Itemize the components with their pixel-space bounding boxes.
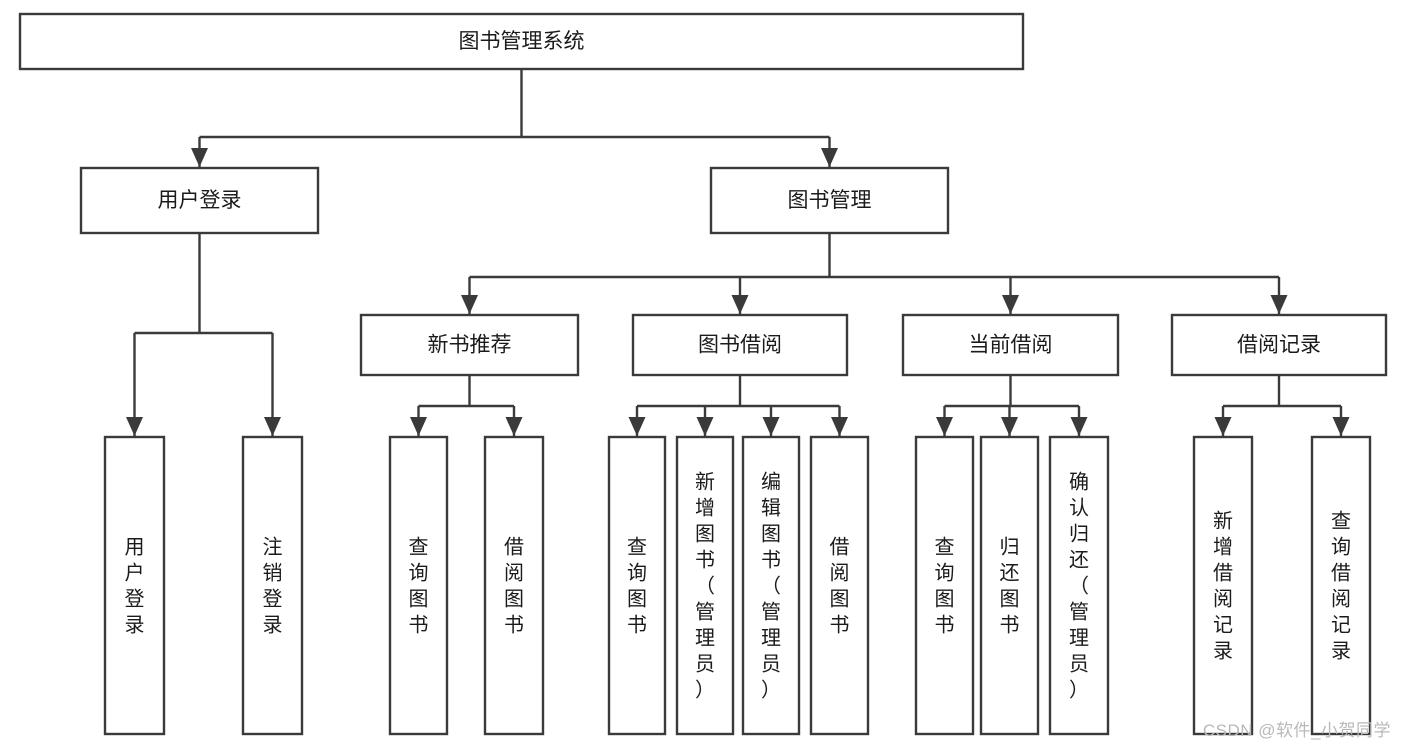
arrow-head-icon [936, 417, 953, 436]
arrow-head-icon [696, 417, 714, 436]
node-leaf-query-record[interactable]: 查询借阅记录 [1310, 435, 1372, 736]
node-leaf-return-book-label: 归还图书 [1000, 536, 1020, 637]
node-book-borrow-label: 图书借阅 [698, 334, 782, 357]
node-leaf-add-record-rect [1192, 435, 1254, 736]
arrow-head-icon [1214, 417, 1232, 436]
node-current-borrow-label: 当前借阅 [969, 334, 1053, 357]
arrow-head-icon [1070, 417, 1088, 436]
node-leaf-confirm-return-label: 确认归还（管理员） [1069, 471, 1089, 702]
node-leaf-query-book-2-label: 查询图书 [627, 536, 647, 637]
node-book-manage[interactable]: 图书管理 [709, 166, 950, 235]
node-leaf-add-book-rect [675, 435, 735, 736]
node-leaf-user-login-rect [103, 435, 166, 736]
node-leaf-query-book-1-label: 查询图书 [409, 536, 429, 637]
node-user-login-rect [79, 166, 320, 235]
node-book-borrow-rect [631, 313, 849, 377]
node-leaf-add-record-label: 新增借阅记录 [1213, 510, 1233, 663]
node-leaf-query-book-2[interactable]: 查询图书 [607, 435, 667, 736]
node-new-book-rec[interactable]: 新书推荐 [359, 313, 580, 377]
node-root-system[interactable]: 图书管理系统 [18, 12, 1025, 71]
node-leaf-edit-book[interactable]: 编辑图书（管理员） [741, 435, 801, 736]
node-leaf-query-book-3-label: 查询图书 [935, 536, 955, 637]
node-leaf-edit-book-rect [741, 435, 801, 736]
node-leaf-user-logout[interactable]: 注销登录 [241, 435, 304, 736]
node-leaf-return-book-rect [979, 435, 1040, 736]
arrow-head-icon [731, 295, 749, 314]
arrow-head-icon [1270, 295, 1288, 314]
arrow-head-icon [461, 295, 478, 314]
node-leaf-borrow-book-1-label: 借阅图书 [504, 536, 524, 637]
arrow-head-icon [505, 417, 523, 436]
node-leaf-add-book-label: 新增图书（管理员） [695, 471, 715, 702]
node-root-system-rect [18, 12, 1025, 71]
node-book-manage-rect [709, 166, 950, 235]
node-leaf-user-login[interactable]: 用户登录 [103, 435, 166, 736]
node-leaf-user-logout-label: 注销登录 [263, 536, 283, 637]
node-leaf-query-record-rect [1310, 435, 1372, 736]
node-leaf-query-book-1[interactable]: 查询图书 [388, 435, 449, 736]
arrow-head-icon [410, 417, 427, 436]
node-leaf-borrow-book-2-rect [809, 435, 870, 736]
node-leaf-query-book-1-rect [388, 435, 449, 736]
node-root-system-label: 图书管理系统 [459, 30, 585, 53]
arrow-head-icon [264, 417, 281, 436]
node-leaf-query-book-2-rect [607, 435, 667, 736]
node-new-book-rec-rect [359, 313, 580, 377]
arrow-head-icon [126, 417, 143, 436]
arrow-head-icon [191, 148, 208, 167]
arrow-head-icon [762, 417, 780, 436]
node-leaf-query-book-3-rect [914, 435, 975, 736]
node-leaf-user-login-label: 用户登录 [125, 537, 145, 637]
arrow-head-icon [628, 417, 646, 436]
node-borrow-record-rect [1170, 313, 1388, 377]
connector-layer [126, 69, 1350, 436]
watermark-text: CSDN @软件_小贺同学 [1202, 721, 1391, 740]
node-leaf-edit-book-label: 编辑图书（管理员） [761, 471, 781, 702]
node-layer: 图书管理系统用户登录图书管理新书推荐图书借阅当前借阅借阅记录用户登录注销登录查询… [18, 12, 1388, 736]
node-leaf-confirm-return-rect [1048, 435, 1110, 736]
node-leaf-borrow-book-1[interactable]: 借阅图书 [483, 435, 545, 736]
node-leaf-borrow-book-1-rect [483, 435, 545, 736]
arrow-head-icon [821, 148, 838, 167]
node-new-book-rec-label: 新书推荐 [428, 334, 512, 357]
node-current-borrow-rect [901, 313, 1120, 377]
node-leaf-add-book[interactable]: 新增图书（管理员） [675, 435, 735, 736]
node-leaf-add-record[interactable]: 新增借阅记录 [1192, 435, 1254, 736]
node-user-login-label: 用户登录 [158, 189, 242, 212]
node-leaf-borrow-book-2[interactable]: 借阅图书 [809, 435, 870, 736]
node-book-borrow[interactable]: 图书借阅 [631, 313, 849, 377]
node-borrow-record[interactable]: 借阅记录 [1170, 313, 1388, 377]
arrow-head-icon [1332, 417, 1350, 436]
node-user-login[interactable]: 用户登录 [79, 166, 320, 235]
node-leaf-user-logout-rect [241, 435, 304, 736]
node-leaf-borrow-book-2-label: 借阅图书 [830, 536, 850, 637]
node-leaf-query-record-label: 查询借阅记录 [1331, 510, 1351, 663]
node-current-borrow[interactable]: 当前借阅 [901, 313, 1120, 377]
node-leaf-return-book[interactable]: 归还图书 [979, 435, 1040, 736]
node-borrow-record-label: 借阅记录 [1237, 334, 1321, 357]
node-leaf-confirm-return[interactable]: 确认归还（管理员） [1048, 435, 1110, 736]
arrow-head-icon [1002, 295, 1019, 314]
arrow-head-icon [1001, 417, 1018, 436]
arrow-head-icon [831, 417, 848, 436]
node-leaf-query-book-3[interactable]: 查询图书 [914, 435, 975, 736]
node-book-manage-label: 图书管理 [788, 189, 872, 212]
